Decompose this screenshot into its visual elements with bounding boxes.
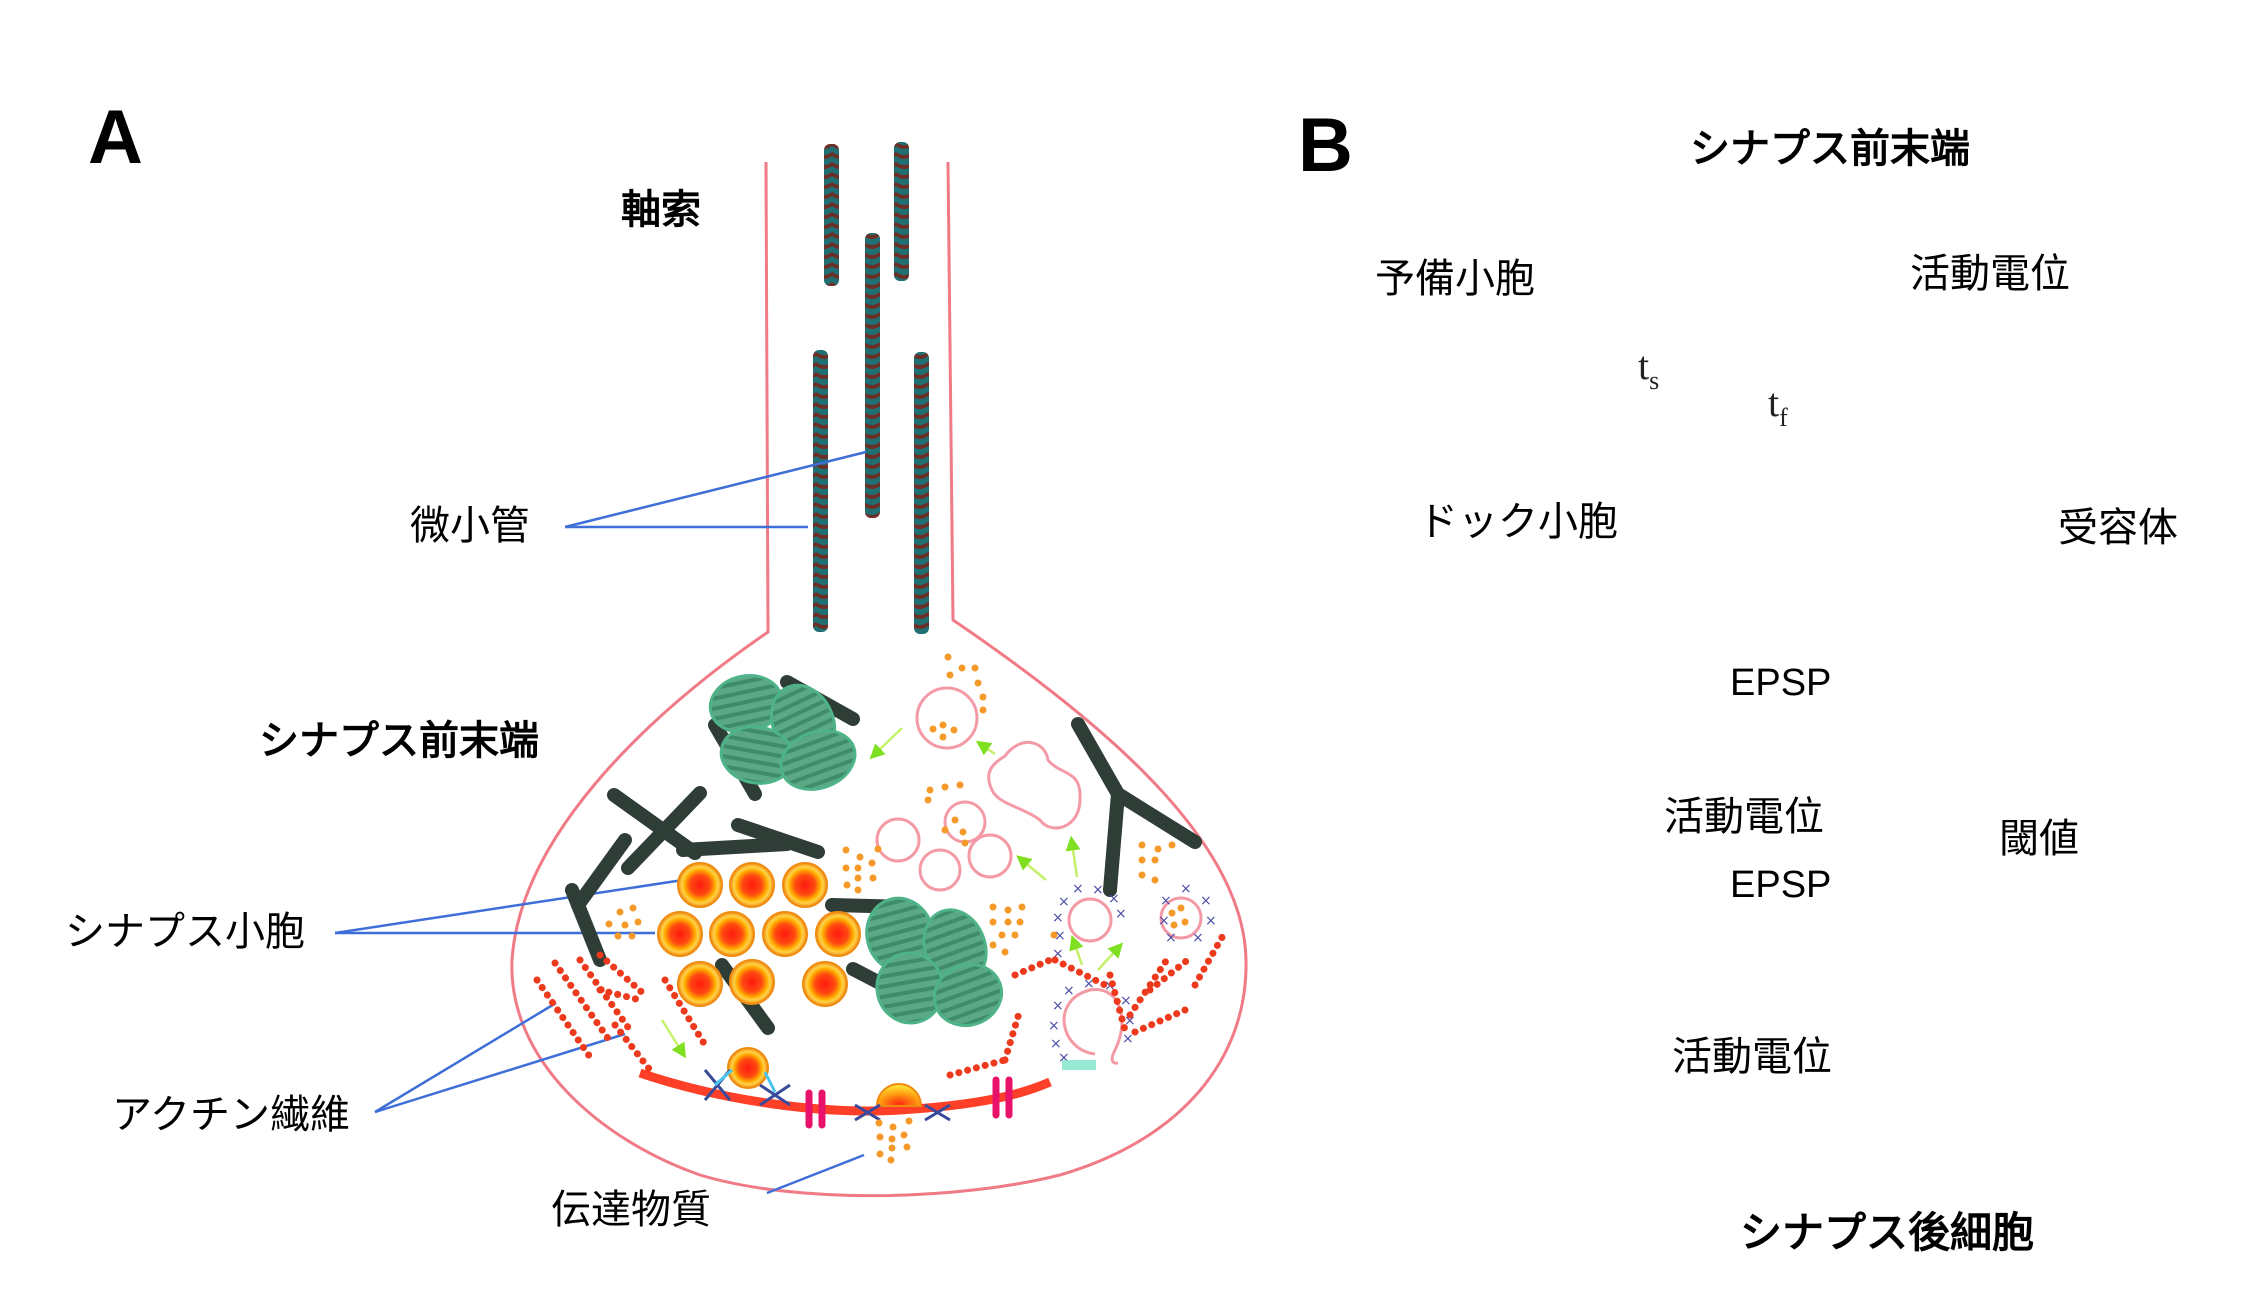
svg-text:×: × (1050, 1036, 1062, 1052)
svg-text:×: × (1108, 891, 1120, 907)
svg-text:×: × (1120, 993, 1132, 1009)
leader-vesicle-1 (334, 878, 684, 935)
synaptic-vesicles (657, 862, 861, 1089)
svg-text:×: × (1052, 998, 1064, 1014)
svg-text:×: × (1122, 1031, 1134, 1047)
svg-text:×: × (1048, 1018, 1060, 1034)
panel-a: ××××× ××× ××××××× ××××××× ××× (334, 142, 1248, 1198)
svg-text:×: × (1083, 976, 1095, 992)
svg-text:×: × (1160, 893, 1172, 909)
mitochondrion (932, 963, 1004, 1027)
svg-text:×: × (1180, 881, 1192, 897)
label-reserve-vesicle: 予備小胞 (1375, 256, 1535, 302)
svg-text:×: × (1200, 893, 1212, 909)
svg-text:×: × (1052, 910, 1064, 926)
leader-actin-2 (374, 1032, 626, 1114)
svg-text:×: × (1205, 913, 1217, 929)
label-action-potential-top: 活動電位 (1910, 251, 2070, 297)
mitochondrion (779, 729, 857, 791)
leader-lines-a (334, 450, 867, 1195)
microtubule (824, 144, 839, 286)
label-epsp-top: EPSP (1730, 662, 1832, 704)
label-action-potential-bottom: 活動電位 (1672, 1034, 1832, 1080)
axon-membrane (510, 161, 1248, 1198)
tf-subscript: f (1779, 403, 1788, 432)
label-action-potential-mid: 活動電位 (1664, 794, 1824, 840)
docked-vesicle-a (727, 1047, 769, 1089)
leader-transmitter (766, 1153, 865, 1195)
svg-text:×: × (1092, 882, 1104, 898)
microtubule (865, 233, 880, 518)
calcium-channels (805, 1076, 1013, 1129)
dynamin-collar (1062, 1060, 1096, 1070)
tubular-endosome (987, 740, 1082, 830)
label-postsynaptic-cell: シナプス後細胞 (1740, 1208, 2035, 1257)
label-neurotransmitter: 伝達物質 (551, 1187, 711, 1233)
active-zone (638, 1068, 1052, 1116)
svg-text:×: × (1158, 913, 1170, 929)
svg-text:×: × (1052, 946, 1064, 962)
label-epsp-mid: EPSP (1730, 864, 1832, 906)
microtubule (894, 142, 909, 281)
neurotransmitter-dots (605, 653, 1189, 1164)
leader-actin-1 (374, 1001, 557, 1114)
actin-filaments (533, 928, 1229, 1079)
panel-a-letter: A (88, 95, 143, 180)
svg-text:×: × (1192, 930, 1204, 946)
fusing-vesicle (875, 1083, 923, 1107)
leader-microtubule-1 (564, 450, 867, 529)
mitochondria (708, 674, 1004, 1027)
label-tf: tf (1768, 380, 1788, 431)
svg-text:×: × (1054, 928, 1066, 944)
label-axon: 軸索 (621, 187, 701, 233)
endosomes (875, 686, 1203, 1065)
svg-text:×: × (1124, 1013, 1136, 1029)
svg-text:×: × (1063, 983, 1075, 999)
label-receptor: 受容体 (2058, 505, 2178, 551)
microtubule (813, 350, 828, 632)
label-synaptic-vesicle: シナプス小胞 (65, 909, 305, 955)
snare-tethers (703, 1068, 951, 1122)
microtubule (914, 352, 929, 634)
ts-subscript: s (1649, 366, 1660, 395)
label-threshold: 閾値 (1999, 816, 2079, 862)
clathrin-coats: ××××× ××× ××××××× ××××××× ××× (1048, 881, 1217, 1066)
ts-base: t (1638, 343, 1650, 388)
label-ts: ts (1638, 343, 1659, 394)
label-microtubule: 微小管 (410, 503, 530, 549)
axon-microtubules (813, 142, 929, 634)
tf-base: t (1768, 380, 1780, 425)
recycling-arrows (660, 727, 1124, 1059)
label-presynaptic-terminal-a: シナプス前末端 (259, 718, 539, 764)
label-docked-vesicle: ドック小胞 (1418, 499, 1618, 545)
svg-text:×: × (1115, 906, 1127, 922)
svg-text:×: × (1058, 894, 1070, 910)
svg-text:×: × (1058, 1050, 1070, 1066)
endocytic-pit (1062, 988, 1124, 1065)
label-actin-filament: アクチン繊維 (112, 1092, 350, 1138)
panel-b-letter: B (1298, 103, 1353, 188)
label-presynaptic-terminal-b: シナプス前末端 (1690, 126, 1970, 172)
svg-text:×: × (1165, 930, 1177, 946)
svg-text:×: × (1072, 881, 1084, 897)
